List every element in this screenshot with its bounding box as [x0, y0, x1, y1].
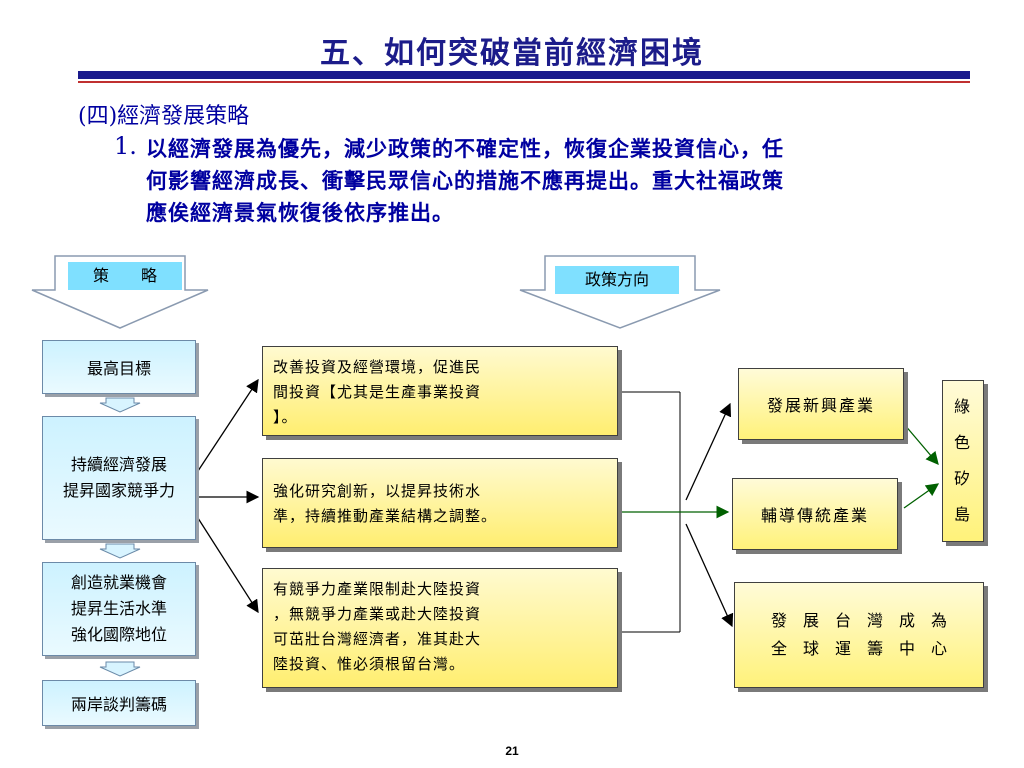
jobs-text-1: 創造就業機會 — [70, 573, 167, 592]
traditional-industry-box: 輔導傳統產業 — [732, 478, 898, 550]
green-silicon-char-3: 矽 — [953, 469, 972, 488]
down-arrow-3 — [99, 661, 141, 677]
policy-1-line-1: 改善投資及經營環境，促進民 — [273, 358, 482, 376]
down-arrow-2 — [99, 543, 141, 559]
jobs-box: 創造就業機會 提昇生活水準 強化國際地位 — [42, 562, 196, 656]
policy-3-line-4: 陸投資、惟必須根留台灣。 — [273, 655, 466, 673]
policy-1-line-2: 間投資【尤其是生產事業投資 — [273, 383, 482, 401]
slide-title: 五、如何突破當前經濟困境 — [320, 36, 704, 71]
point-line-2: 何影響經濟成長、衝擊民眾信心的措施不應再提出。重大社福政策 — [146, 168, 784, 193]
policy-2-line-1: 強化研究創新，以提昇技術水 — [273, 482, 482, 500]
policy-3-line-1: 有競爭力產業限制赴大陸投資 — [273, 580, 482, 598]
traditional-industry-text: 輔導傳統產業 — [760, 506, 869, 525]
logistics-center-line-2: 全 球 運 籌 中 心 — [770, 639, 947, 658]
bargaining-box: 兩岸談判籌碼 — [42, 680, 196, 726]
logistics-center-box: 發 展 台 灣 成 為 全 球 運 籌 中 心 — [734, 582, 984, 688]
policy-box-investment: 改善投資及經營環境，促進民 間投資【尤其是生產事業投資 】。 — [262, 346, 618, 436]
green-silicon-char-2: 色 — [953, 433, 972, 452]
green-silicon-island-box: 綠 色 矽 島 — [942, 380, 984, 542]
green-silicon-char-4: 島 — [953, 505, 972, 524]
jobs-text-3: 強化國際地位 — [70, 625, 167, 644]
point-line-1: 以經濟發展為優先，減少政策的不確定性，恢復企業投資信心，任 — [146, 136, 784, 161]
top-goal-text: 最高目標 — [86, 359, 151, 378]
policy-3-line-2: ，無競爭力產業或赴大陸投資 — [273, 605, 482, 623]
growth-text-1: 持續經濟發展 — [70, 455, 167, 474]
policy-2-line-2: 準，持續推動產業結構之調整。 — [273, 507, 498, 525]
jobs-text-2: 提昇生活水準 — [70, 599, 167, 618]
policy-1-line-3: 】。 — [273, 408, 298, 426]
logistics-center-line-1: 發 展 台 灣 成 為 — [770, 611, 947, 630]
point-line-3: 應俟經濟景氣恢復後依序推出。 — [146, 200, 454, 225]
top-goal-box: 最高目標 — [42, 340, 196, 394]
title-rule — [78, 71, 970, 79]
growth-text-2: 提昇國家競爭力 — [62, 481, 175, 500]
point-number: 1. — [114, 132, 137, 160]
emerging-industry-box: 發展新興產業 — [738, 368, 904, 440]
green-silicon-char-1: 綠 — [953, 397, 972, 416]
policy-box-mainland: 有競爭力產業限制赴大陸投資 ，無競爭力產業或赴大陸投資 可茁壯台灣經濟者，准其赴… — [262, 568, 618, 688]
down-arrow-1 — [99, 397, 141, 413]
growth-box: 持續經濟發展 提昇國家競爭力 — [42, 416, 196, 540]
policy-box-innovation: 強化研究創新，以提昇技術水 準，持續推動產業結構之調整。 — [262, 458, 618, 548]
emerging-industry-text: 發展新興產業 — [766, 396, 875, 415]
section-heading: (四)經濟發展策略 — [78, 104, 250, 129]
policy-direction-label: 政策方向 — [555, 266, 679, 294]
policy-3-line-3: 可茁壯台灣經濟者，准其赴大 — [273, 630, 482, 648]
strategy-label: 策 略 — [68, 262, 182, 290]
bargaining-text: 兩岸談判籌碼 — [70, 695, 167, 714]
title-rule-thin — [78, 81, 970, 83]
page-number: 21 — [505, 744, 519, 758]
